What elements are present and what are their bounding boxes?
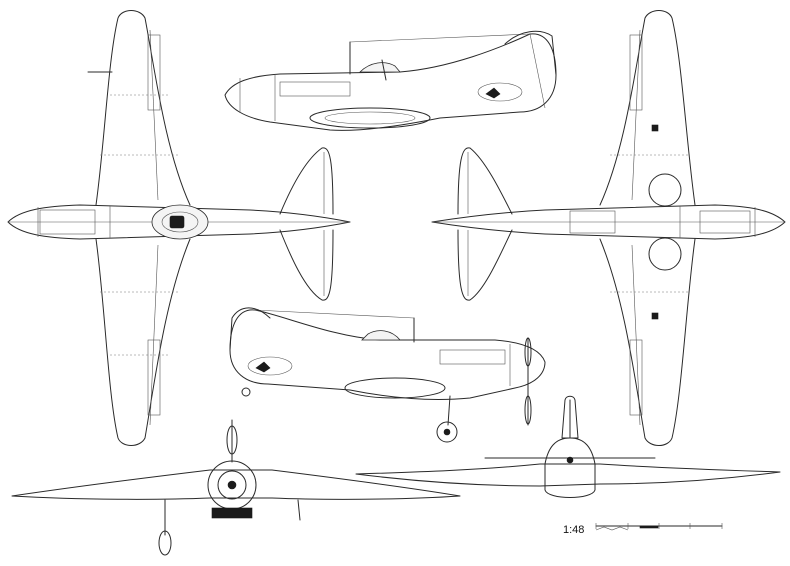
- side-view-right: [229, 307, 546, 443]
- rear-view: [355, 395, 781, 498]
- side-view-left: [224, 30, 557, 131]
- front-view: [11, 419, 461, 556]
- scale-label: 1:48: [563, 524, 584, 536]
- top-view: [7, 10, 351, 446]
- scale-bar: 1:48: [563, 523, 723, 536]
- bottom-view: [431, 10, 786, 446]
